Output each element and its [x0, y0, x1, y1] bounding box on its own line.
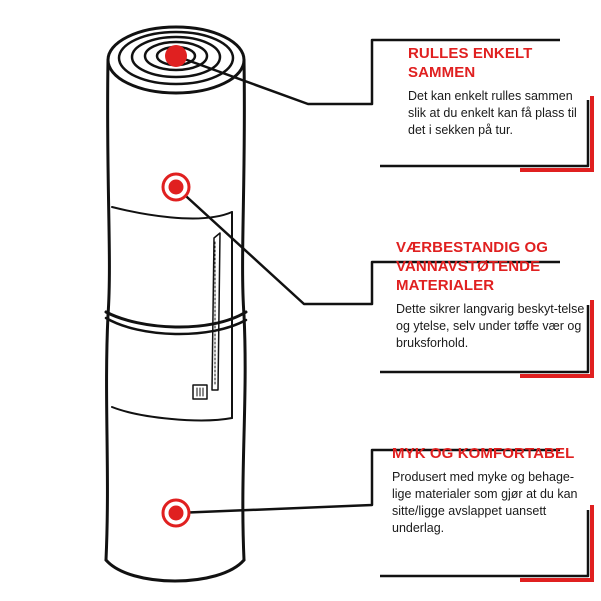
callout-roll-up-text: Det kan enkelt rulles sammen slik at du …	[408, 89, 577, 137]
callout-weatherproof-title: VÆRBESTANDIG OG VANNAVSTØTENDE MATERIALE…	[396, 239, 549, 294]
hotspot-markers	[161, 45, 191, 528]
roll-top-spiral-icon	[106, 25, 246, 95]
callout-frame-1	[380, 100, 590, 168]
callout-roll-up: RULLES ENKELT SAMMEN Det kan enkelt rull…	[408, 44, 588, 139]
mat-body-left-edge	[104, 58, 111, 562]
mat-bottom-edge	[104, 558, 246, 583]
connector-lines	[175, 38, 590, 578]
wrap-flap-bottom	[111, 406, 233, 422]
wrap-flap-top	[111, 206, 233, 220]
callout-comfort-text: Produsert med myke og behage-lige materi…	[392, 470, 578, 535]
callout-comfort: MYK OG KOMFORTABEL Produsert med myke og…	[392, 444, 582, 537]
callout-weatherproof-text: Dette sikrer langvarig beskyt-telse og y…	[396, 302, 585, 350]
connector-weather	[175, 186, 560, 306]
zipper-icon	[211, 232, 221, 391]
callout-weatherproof: VÆRBESTANDIG OG VANNAVSTØTENDE MATERIALE…	[396, 238, 586, 352]
accent-corners	[520, 96, 594, 582]
connector-roll	[175, 38, 560, 106]
connector-comfort	[175, 448, 560, 515]
callout-frame-2	[380, 305, 590, 374]
callout-roll-up-title: RULLES ENKELT SAMMEN	[408, 45, 533, 81]
rolled-mat-illustration	[104, 25, 248, 583]
hotspot-roll-icon	[165, 45, 187, 67]
callout-comfort-title: MYK OG KOMFORTABEL	[392, 445, 575, 462]
strap-lower	[104, 316, 248, 336]
strap-upper	[104, 310, 248, 329]
valve-icon	[192, 384, 208, 400]
hotspot-weather-icon	[161, 172, 191, 202]
callout-frame-3	[380, 510, 590, 578]
hotspot-comfort-icon	[161, 498, 191, 528]
mat-body-right-edge	[241, 58, 247, 562]
